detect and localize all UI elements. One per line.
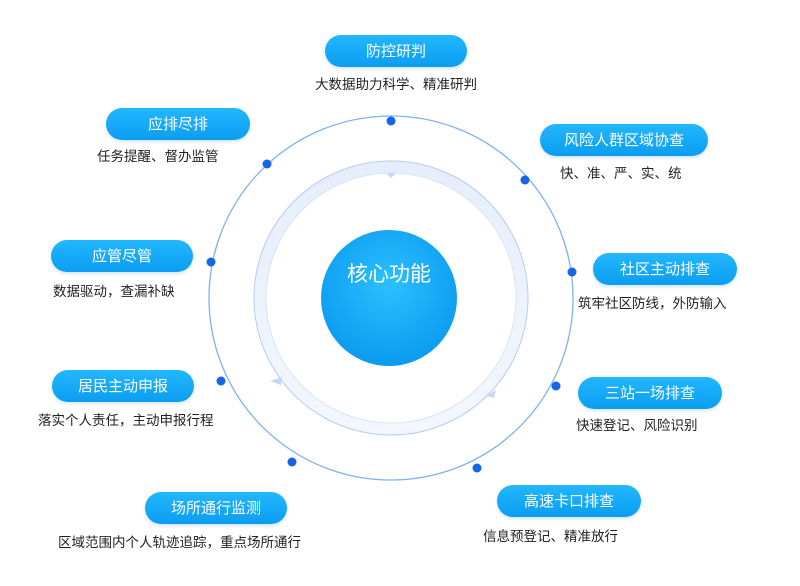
outer-ring (208, 115, 574, 481)
ring-dot-fengxian-renqun (520, 175, 530, 185)
core-label: 核心功能 (347, 262, 431, 286)
node-desc-fengxian-renqun: 快、准、严、实、统 (560, 166, 682, 182)
node-title-fangkong-yanpan: 防控研判 (325, 35, 467, 67)
inner-ring-arrow-right (486, 390, 496, 398)
inner-ring-arrow-top (386, 173, 396, 178)
ring-dot-fangkong-yanpan (386, 116, 396, 126)
node-title-sanzhan-yichang: 三站一场排查 (578, 377, 722, 409)
ring-dot-yingguan-jinguan (206, 257, 216, 267)
ring-dot-yingpai-jinpai (262, 159, 272, 169)
node-desc-yingpai-jinpai: 任务提醒、督办监管 (97, 149, 219, 165)
core-circle (321, 230, 457, 366)
ring-dot-sanzhan-yichang (551, 381, 561, 391)
node-title-shequ-zhudong: 社区主动排查 (593, 253, 737, 285)
node-title-jumin-shenbao: 居民主动申报 (52, 370, 194, 402)
inner-ring-edge-outer (253, 160, 529, 436)
node-title-fengxian-renqun: 风险人群区域协查 (540, 124, 708, 156)
ring-dot-gaosu-kakou (472, 463, 482, 473)
node-desc-shequ-zhudong: 筑牢社区防线，外防输入 (578, 296, 727, 312)
node-desc-fangkong-yanpan: 大数据助力科学、精准研判 (315, 77, 477, 93)
node-desc-gaosu-kakou: 信息预登记、精准放行 (483, 529, 618, 545)
node-title-yingguan-jinguan: 应管尽管 (51, 240, 193, 272)
ring-dot-changsuo-tongxing (287, 457, 297, 467)
node-title-gaosu-kakou: 高速卡口排查 (497, 485, 641, 517)
ring-dot-shequ-zhudong (567, 267, 577, 277)
node-desc-sanzhan-yichang: 快速登记、风险识别 (576, 418, 698, 434)
node-desc-changsuo-tongxing: 区域范围内个人轨迹追踪，重点场所通行 (58, 535, 301, 551)
ring-dot-jumin-shenbao (216, 376, 226, 386)
node-desc-jumin-shenbao: 落实个人责任，主动申报行程 (38, 413, 214, 429)
node-title-changsuo-tongxing: 场所通行监测 (145, 492, 287, 524)
node-desc-yingguan-jinguan: 数据驱动，查漏补缺 (53, 284, 175, 300)
node-title-yingpai-jinpai: 应排尽排 (106, 108, 250, 140)
inner-ring (254, 161, 528, 435)
inner-ring-arrow-left (270, 377, 282, 385)
